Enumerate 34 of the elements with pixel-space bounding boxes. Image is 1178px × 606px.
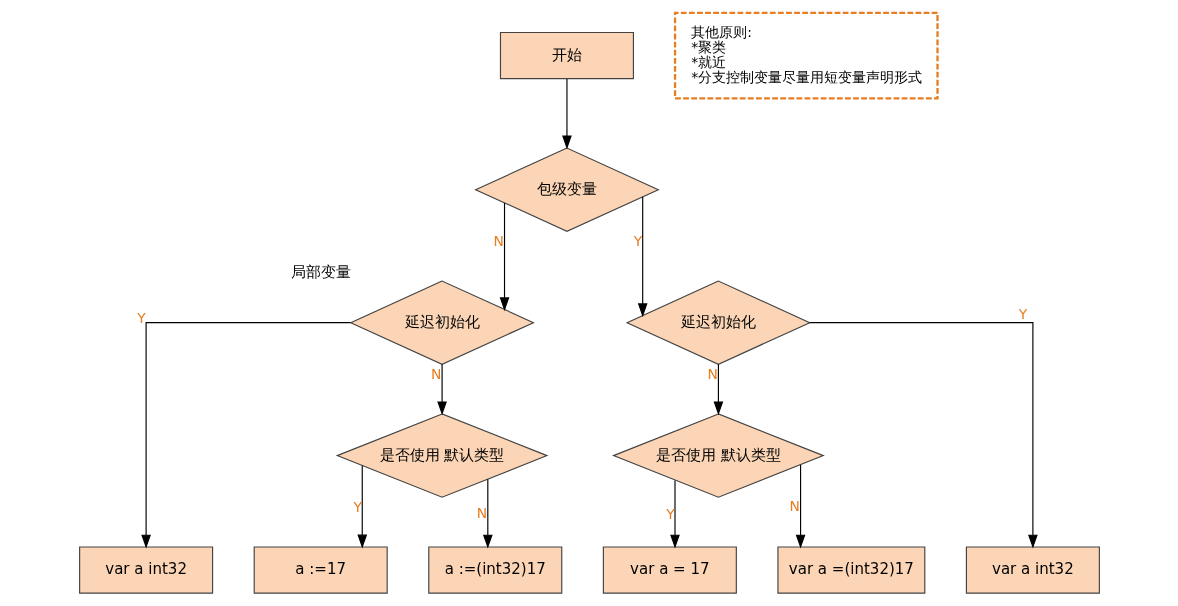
- node-box: var a = 17: [602, 546, 737, 594]
- node-diamond: 延迟初始化: [348, 280, 535, 365]
- node-box: 开始: [499, 31, 634, 80]
- edge-label: N: [476, 505, 487, 522]
- node-diamond: 包级变量: [473, 147, 660, 232]
- edge-label: Y: [1018, 305, 1027, 322]
- edge-label: N: [430, 366, 441, 383]
- arrow: [713, 363, 723, 416]
- arrow: [140, 322, 351, 549]
- node-box: a :=(int32)17: [427, 546, 562, 594]
- edge-label: N: [789, 498, 800, 515]
- edge-label: Y: [136, 309, 146, 326]
- node-box: var a =(int32)17: [776, 546, 925, 594]
- node-diamond: 是否使用 默认类型: [611, 413, 825, 498]
- arrow: [795, 464, 805, 549]
- edge-label: Y: [633, 233, 642, 250]
- node-label: 局部变量: [290, 262, 351, 281]
- node-box: var a int32: [78, 546, 213, 594]
- arrow: [637, 196, 648, 318]
- arrow: [499, 202, 509, 312]
- arrow: [561, 78, 572, 150]
- edge-label: N: [493, 233, 504, 250]
- arrow: [482, 478, 493, 549]
- arrow: [356, 465, 367, 549]
- node-box: a :=17: [253, 546, 388, 594]
- node-diamond: 是否使用 默认类型: [335, 413, 549, 498]
- edge-label: N: [706, 366, 718, 383]
- node-diamond: 延迟初始化: [625, 280, 811, 365]
- edge-label: Y: [352, 498, 362, 515]
- node-box: var a int32: [965, 546, 1100, 594]
- arrow: [436, 363, 447, 416]
- node-box: 其他原则: *聚类 *就近 *分支控制变量尽量用短变量声明形式: [673, 11, 939, 100]
- arrow: [808, 322, 1038, 549]
- arrow: [669, 479, 680, 549]
